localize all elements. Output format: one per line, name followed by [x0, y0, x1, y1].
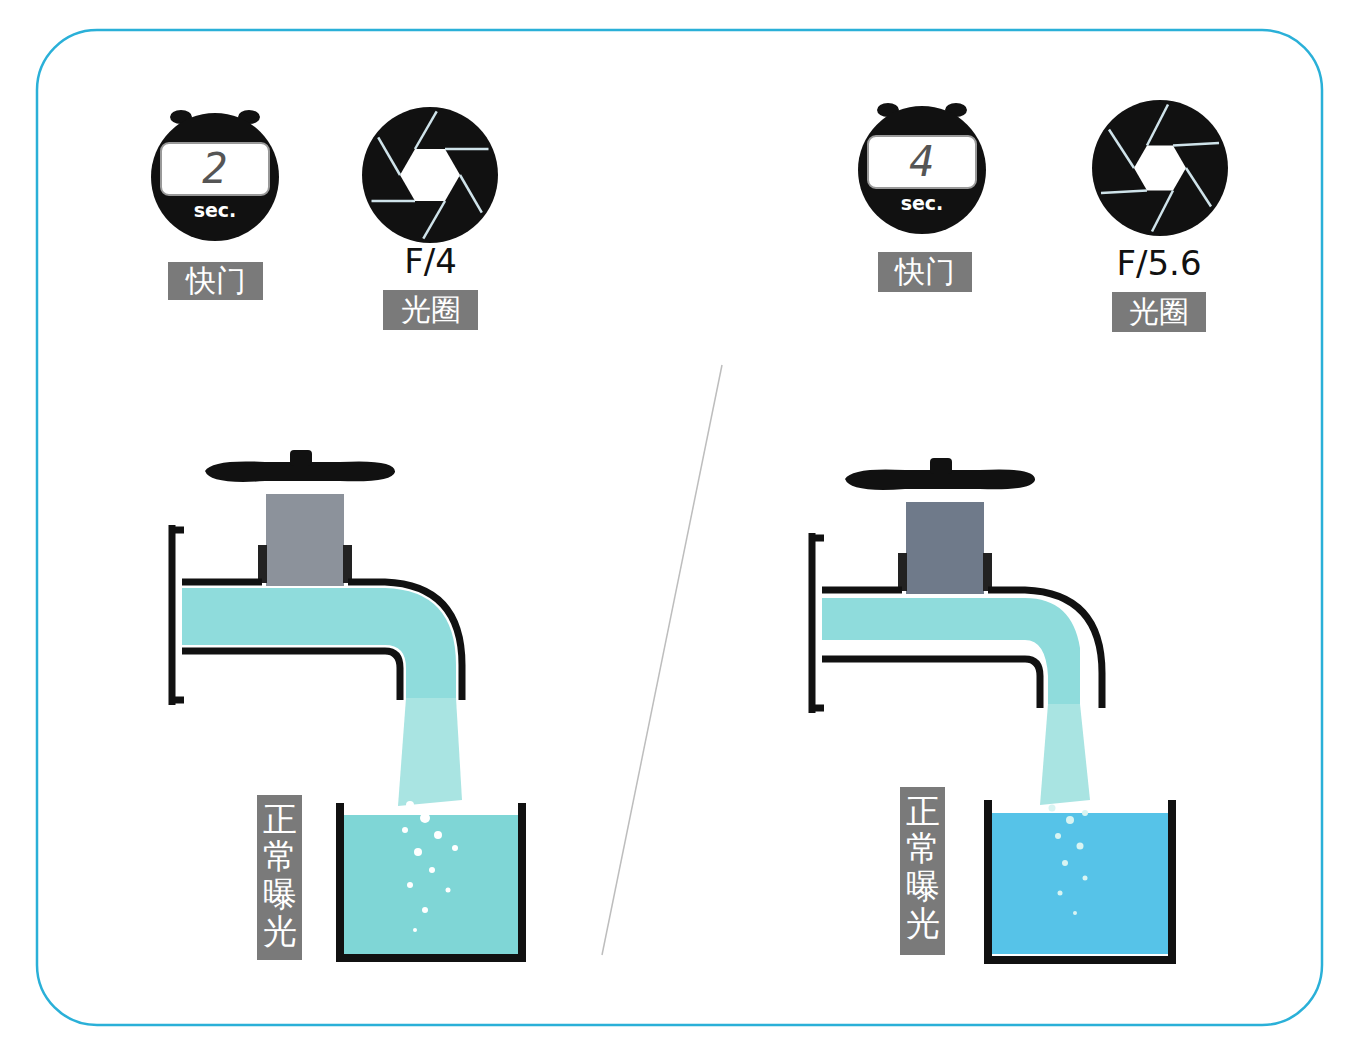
blade-edge: [445, 148, 489, 151]
aperture-blades: [372, 111, 489, 238]
frame-border: [37, 30, 1322, 1025]
label-box: 快门: [878, 252, 972, 292]
blade-edge: [460, 175, 482, 213]
blade-edge: [415, 111, 437, 149]
bubbles: [1049, 805, 1089, 916]
blade-edge: [378, 137, 400, 175]
aperture-opening: [1134, 146, 1186, 191]
faucet-body: [812, 533, 1102, 713]
handle-cap: [930, 458, 952, 474]
aperture-ring: [1092, 100, 1228, 236]
stem-thread: [898, 553, 907, 591]
vertical-label: 正常曝光: [900, 787, 945, 955]
bubble: [1066, 816, 1074, 824]
aperture-label: F/5.6 光圈: [1086, 242, 1232, 332]
bubble: [422, 907, 428, 913]
aperture-icon: [362, 107, 498, 243]
vertical-label: 正常曝光: [257, 795, 302, 960]
blade-edge: [1109, 130, 1134, 169]
cup-water: [992, 813, 1168, 954]
label-text: 快门: [186, 262, 246, 300]
bubble: [1055, 833, 1061, 839]
bubble: [446, 888, 451, 893]
divider-line: [602, 365, 722, 955]
label-text: 快门: [895, 252, 955, 292]
aperture-label: F/4 光圈: [370, 240, 491, 330]
blade-edge: [372, 200, 416, 203]
bubble: [414, 848, 422, 856]
bubble: [1082, 810, 1088, 816]
faucet: [812, 458, 1172, 960]
bubbles: [402, 801, 458, 932]
stopwatch-body: [151, 113, 279, 241]
shutter-value: 4: [868, 136, 976, 188]
bubble: [429, 867, 435, 873]
bubble: [1073, 911, 1077, 915]
water-stream: [398, 698, 462, 806]
bubble: [452, 845, 458, 851]
blade-edge: [423, 201, 445, 239]
faucet-body: [172, 525, 462, 705]
unit-text: sec.: [854, 192, 990, 214]
stopwatch-body: [858, 106, 986, 234]
bubble: [402, 827, 408, 833]
aperture-opening: [400, 149, 460, 201]
f-number: F/4: [370, 240, 491, 282]
stem-thread: [343, 545, 352, 583]
stem-thread: [983, 553, 992, 591]
cup-water: [344, 815, 518, 954]
pipe-water: [182, 588, 456, 700]
faucet-stem: [266, 494, 344, 586]
handle-cap: [290, 450, 312, 466]
blade-edge: [1173, 143, 1219, 146]
blade-edge: [1147, 105, 1168, 146]
shutter-value: 2: [161, 143, 269, 195]
vertical-text: 正常曝光: [263, 801, 297, 951]
f-number: F/5.6: [1086, 242, 1232, 284]
bubble: [1058, 891, 1063, 896]
aperture-ring: [362, 107, 498, 243]
stopwatch-icon: 4 sec.: [854, 100, 990, 236]
bubble: [441, 806, 449, 814]
bubble: [406, 801, 414, 809]
bubble: [407, 882, 413, 888]
unit-text: sec.: [147, 199, 283, 221]
blade-edge: [1152, 191, 1173, 232]
label-box: 光圈: [383, 290, 478, 330]
blade-edge: [1101, 191, 1147, 194]
stopwatch-display: [161, 143, 269, 195]
blade-edge: [1186, 168, 1211, 207]
bubble: [413, 928, 417, 932]
bubble: [1049, 805, 1056, 812]
aperture-blades: [1101, 105, 1219, 232]
stopwatch-display: [868, 136, 976, 188]
cup: [988, 800, 1172, 960]
cup: [340, 803, 522, 958]
bubble: [1062, 860, 1068, 866]
label-box: 快门: [168, 262, 263, 300]
vertical-text: 正常曝光: [906, 793, 940, 943]
water-stream: [1040, 704, 1090, 805]
aperture-icon: [1092, 100, 1228, 236]
label-box: 光圈: [1112, 292, 1206, 332]
stopwatch-icon: 2 sec.: [147, 107, 283, 243]
stem-thread: [258, 545, 267, 583]
faucet-stem: [906, 502, 984, 594]
faucet: [172, 450, 522, 958]
bubble: [1077, 843, 1084, 850]
bubble: [420, 813, 430, 823]
bubble: [1083, 876, 1088, 881]
bubble: [434, 831, 442, 839]
